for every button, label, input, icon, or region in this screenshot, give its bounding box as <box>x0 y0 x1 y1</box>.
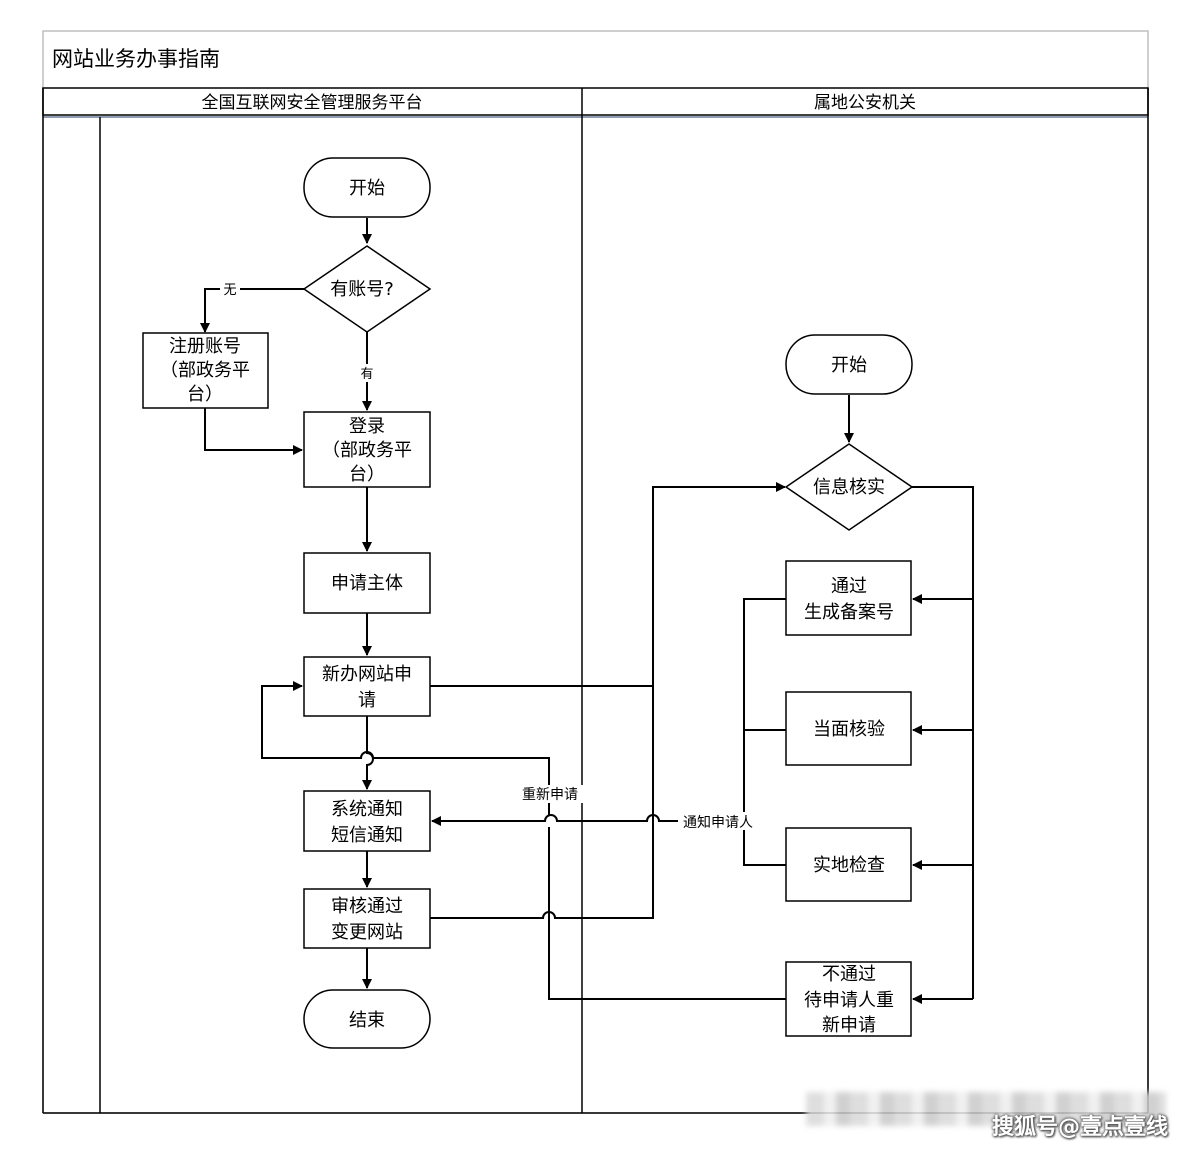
fail-label-line1: 不通过 <box>822 964 876 985</box>
label-bg-reapply <box>516 785 584 803</box>
pass-label-line2: 生成备案号 <box>804 602 894 623</box>
fail-box <box>785 961 912 1037</box>
face-check-label: 当面核验 <box>813 719 885 740</box>
approved-label-line1: 审核通过 <box>331 896 403 917</box>
edge-register-to-login <box>204 408 303 455</box>
site-check-box <box>785 827 912 902</box>
face-check-box <box>785 691 912 766</box>
edge-checks-bus <box>743 598 786 866</box>
approved-label-line2: 变更网站 <box>331 922 403 943</box>
login-label-line1: 登录 <box>349 416 385 437</box>
label-bg-notify-applicant <box>678 812 758 830</box>
edge-no-account <box>200 288 305 333</box>
edge-newsite-to-verify <box>430 482 786 687</box>
new-site-apply-box <box>303 656 431 717</box>
edge-verify-bus <box>912 486 974 999</box>
login-label-line3: 台） <box>349 464 385 485</box>
approved-change-box <box>303 888 431 949</box>
notify-box <box>303 790 431 852</box>
verify-label: 信息核实 <box>813 477 885 498</box>
verify-info-decision <box>784 443 914 531</box>
notify-label-line1: 系统通知 <box>331 799 403 820</box>
label-bg-no <box>220 280 240 298</box>
site-check-label: 实地检查 <box>813 855 885 876</box>
login-label-line2: （部政务平 <box>322 440 412 461</box>
register-label-line2: （部政务平 <box>160 360 250 381</box>
end-terminal <box>303 989 431 1049</box>
apply-subject-box <box>303 552 431 614</box>
register-label-line1: 注册账号 <box>169 336 241 357</box>
notify-label-line2: 短信通知 <box>331 825 403 846</box>
lane-title-left: 全国互联网安全管理服务平台 <box>202 93 423 113</box>
label-bg-yes <box>356 364 378 382</box>
fail-label-line3: 新申请 <box>822 1015 876 1036</box>
page-title: 网站业务办事指南 <box>52 47 220 71</box>
start-terminal-left <box>303 157 431 218</box>
apply-subject-label: 申请主体 <box>331 573 403 594</box>
edge-reapply <box>261 686 786 1000</box>
edge-label-notify-applicant: 通知申请人 <box>683 814 753 831</box>
start-left-label: 开始 <box>349 178 385 199</box>
edge-notify-applicant <box>431 814 744 826</box>
has-account-label: 有账号? <box>330 279 394 300</box>
register-label-line3: 台） <box>187 384 223 405</box>
new-site-label-line1: 新办网站申 <box>322 664 412 685</box>
start-terminal-right <box>785 334 913 395</box>
lane-title-right: 属地公安机关 <box>814 93 916 113</box>
pass-label-line1: 通过 <box>831 576 867 597</box>
edge-label-yes: 有 <box>360 367 373 382</box>
has-account-decision <box>302 245 432 333</box>
end-label: 结束 <box>349 1010 385 1031</box>
login-box <box>303 411 431 488</box>
edge-label-reapply: 重新申请 <box>522 787 578 803</box>
blurred-account-strip <box>806 1092 1166 1126</box>
start-right-label: 开始 <box>831 355 867 376</box>
register-account-box <box>142 332 269 409</box>
edge-label-no: 无 <box>223 283 236 298</box>
pass-box <box>785 560 912 636</box>
fail-label-line2: 待申请人重 <box>804 990 894 1011</box>
new-site-label-line2: 请 <box>358 690 376 711</box>
watermark-text: 搜狐号@壹点壹线 <box>991 1115 1168 1140</box>
outer-frame <box>42 30 1149 1114</box>
